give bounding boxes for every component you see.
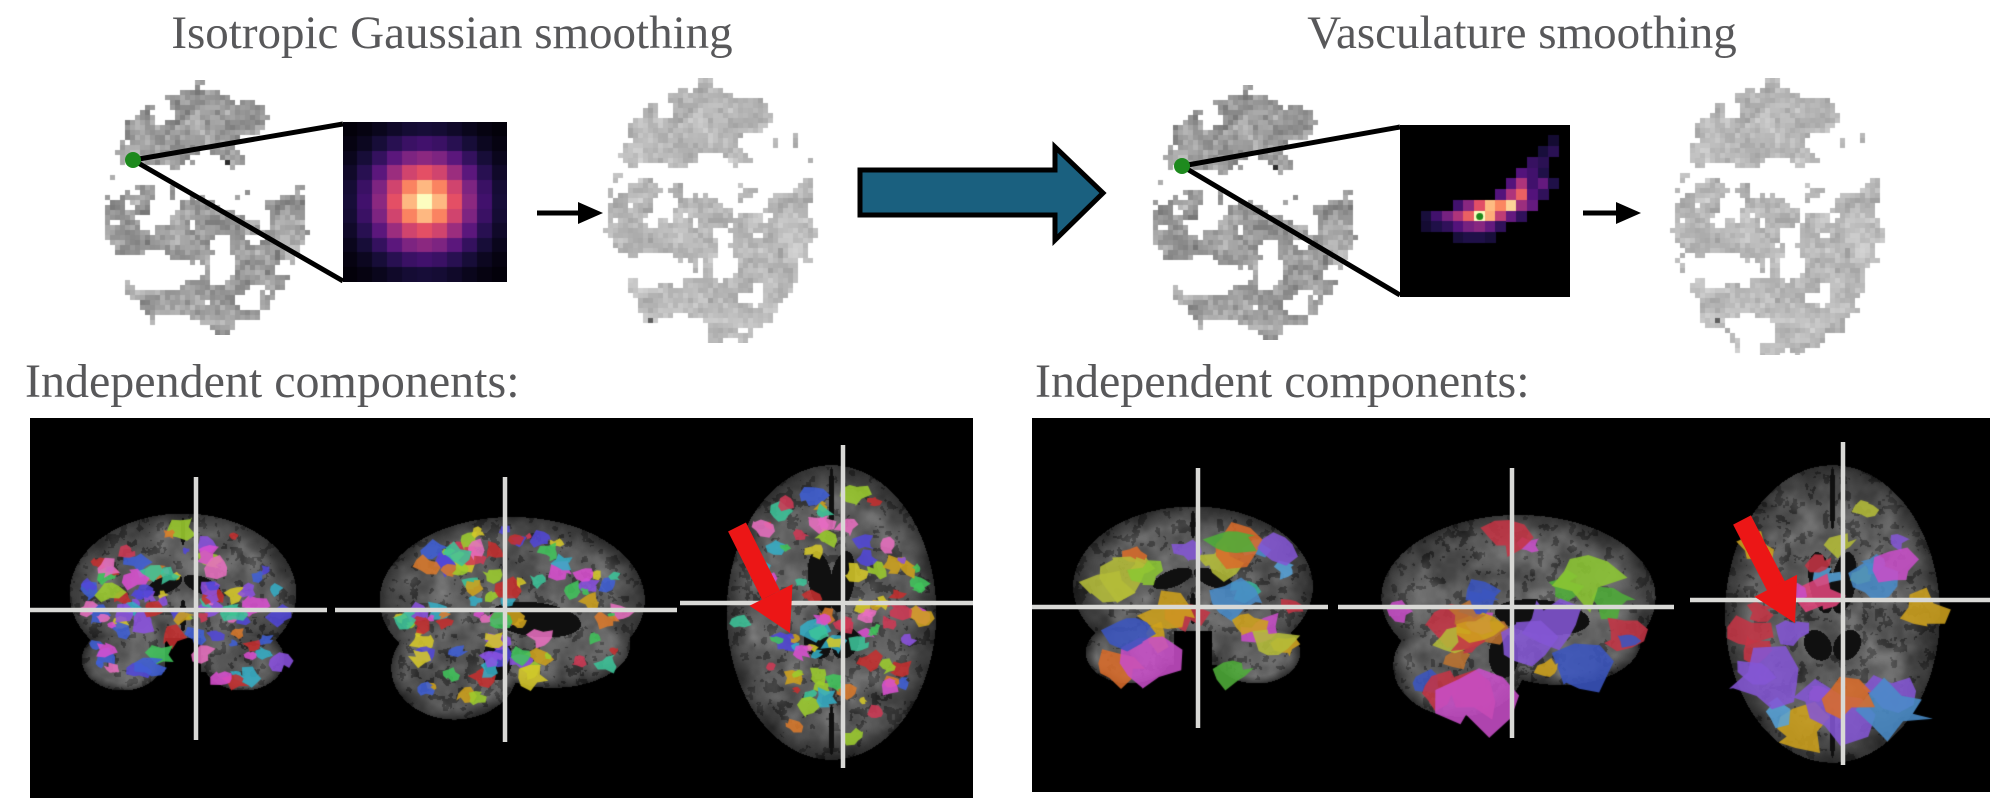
right-method-title: Vasculature smoothing bbox=[1307, 7, 1737, 59]
component-highlight-arrow-shaft bbox=[1733, 515, 1785, 591]
gaussian-kernel-inset bbox=[343, 122, 507, 282]
crosshair-overlay-gaussian bbox=[30, 445, 973, 768]
coronal-slice-vascular bbox=[1065, 498, 1320, 698]
vasculature-kernel-inset bbox=[1400, 125, 1570, 297]
component-highlight-arrow-icon bbox=[749, 584, 793, 633]
unsmoothed-brain-left bbox=[95, 80, 315, 335]
coronal-slice-gaussian bbox=[62, 505, 303, 705]
unsmoothed-brain-right bbox=[1143, 85, 1363, 340]
smoothing-arrow-right-icon bbox=[1616, 202, 1641, 224]
method-transition-arrow-icon bbox=[857, 141, 1107, 246]
smoothed-brain-left bbox=[598, 78, 823, 343]
component-highlight-arrow-shaft bbox=[728, 522, 780, 600]
ic-panel-vascular bbox=[1032, 418, 1990, 792]
ic-label-vascular: Independent components: bbox=[1035, 355, 1530, 408]
left-method-title: Isotropic Gaussian smoothing bbox=[171, 7, 733, 59]
smoothed-brain-right bbox=[1665, 78, 1890, 355]
ic-label-gaussian: Independent components: bbox=[25, 355, 520, 408]
crosshair-overlay-vascular bbox=[1032, 442, 1990, 765]
ic-panel-gaussian bbox=[30, 418, 973, 798]
axial-slice-gaussian bbox=[712, 457, 950, 767]
component-highlight-arrow-icon bbox=[1754, 574, 1798, 623]
axial-slice-vascular bbox=[1710, 457, 1954, 770]
